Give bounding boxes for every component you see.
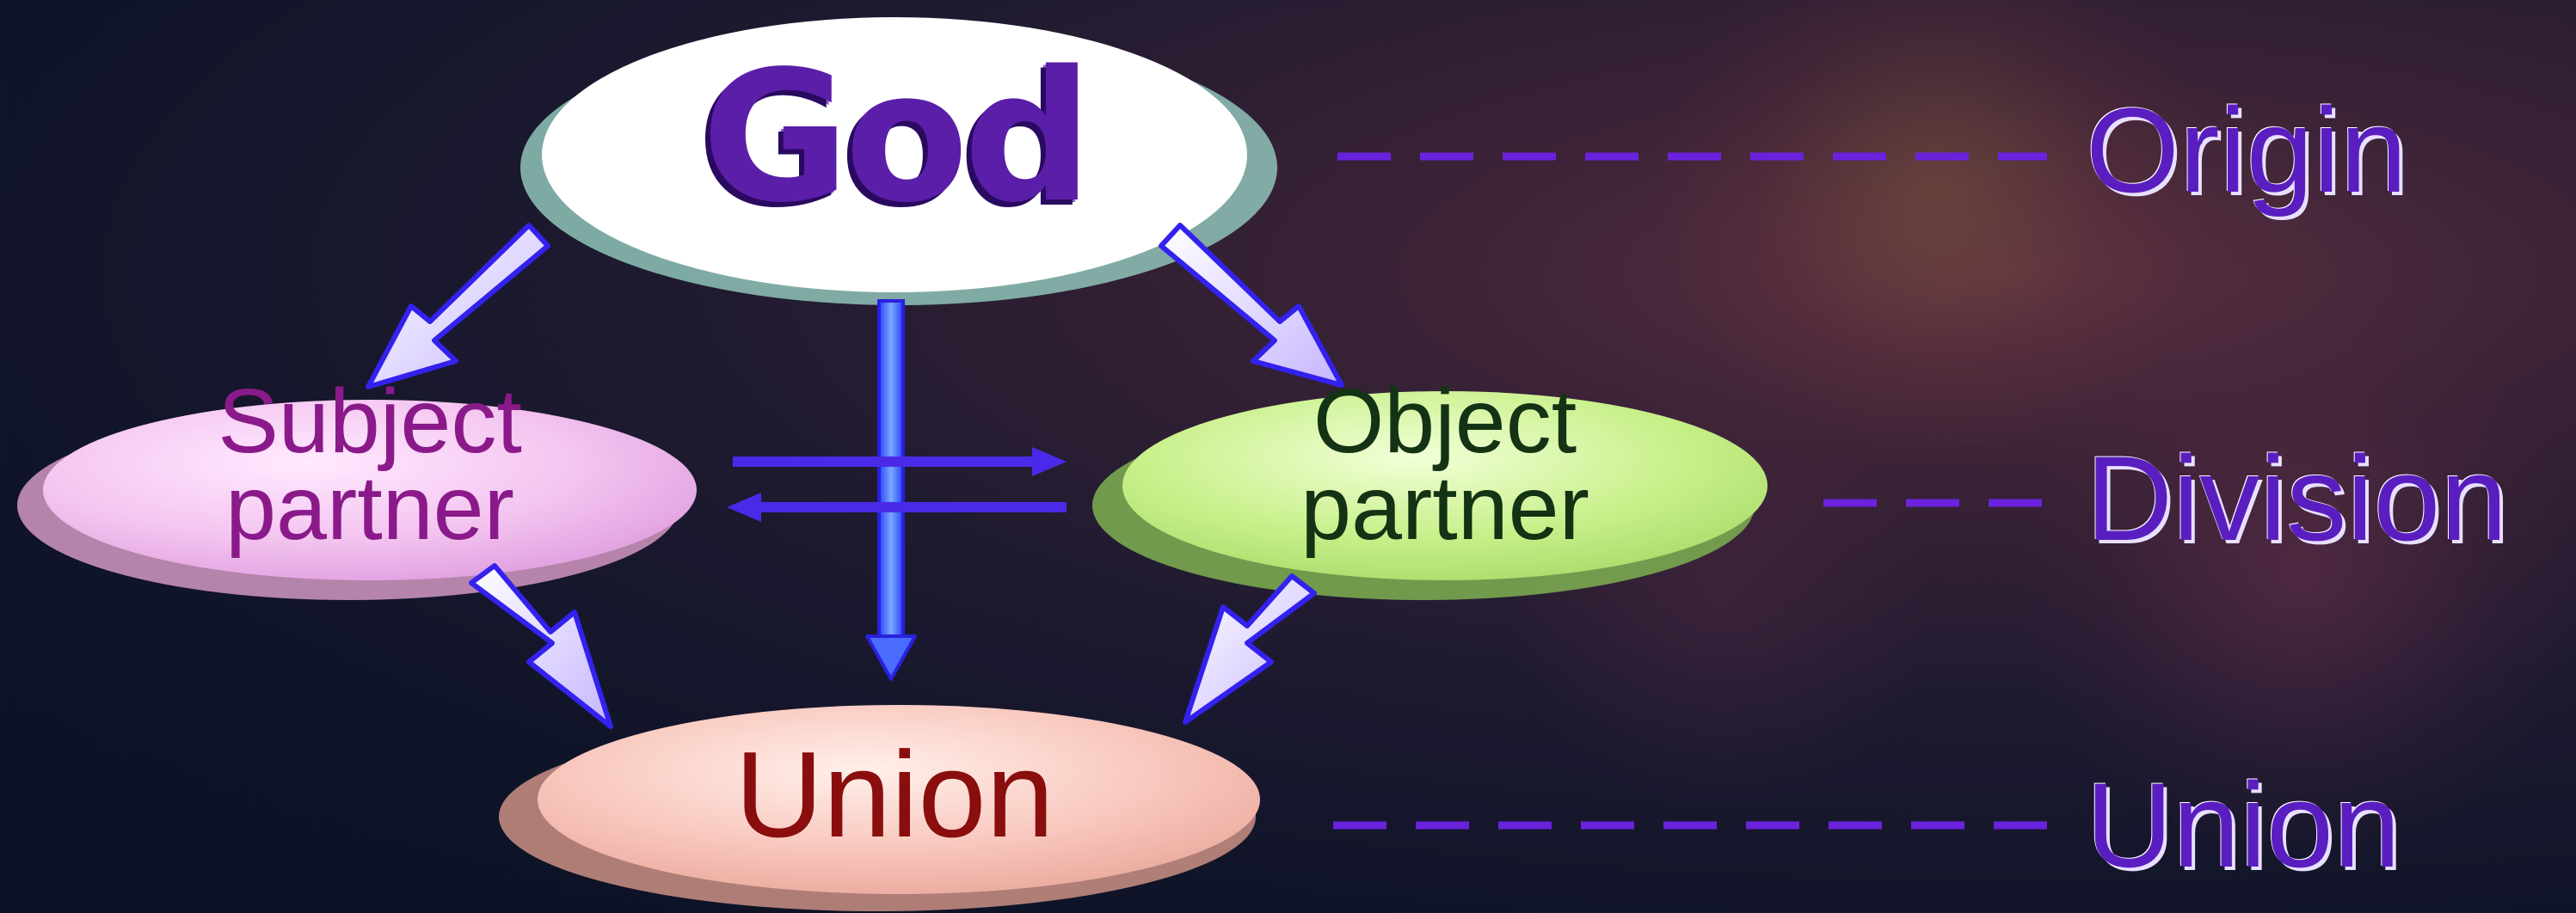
union-node-label: Union [735,726,1054,863]
arrow-god-to-union-vertical [865,299,917,681]
arrow-god-to-object [1159,223,1344,388]
union-node [499,705,1260,911]
arrow-god-to-subject [366,223,550,389]
subject-partner-node [17,400,697,600]
god-node [520,17,1277,305]
subject-label-line1: Subject [218,371,522,472]
subject-label-line2: partner [225,456,514,559]
subject-partner-label: Subject partner [120,371,619,559]
god-label: God [701,32,1093,242]
arrow-subject-to-union [469,563,613,729]
arrow-object-to-union [1183,573,1317,725]
level-origin-label: Origin [2086,83,2407,218]
object-label-line1: Object [1313,371,1577,472]
level-division-label: Division [2086,431,2508,566]
object-partner-node [1092,391,1768,600]
arrow-object-to-subject [727,493,1067,522]
object-label-line2: partner [1300,456,1589,559]
object-partner-label: Object partner [1196,371,1694,559]
level-union-label: Union [2086,757,2401,892]
arrow-subject-to-object [733,447,1067,476]
